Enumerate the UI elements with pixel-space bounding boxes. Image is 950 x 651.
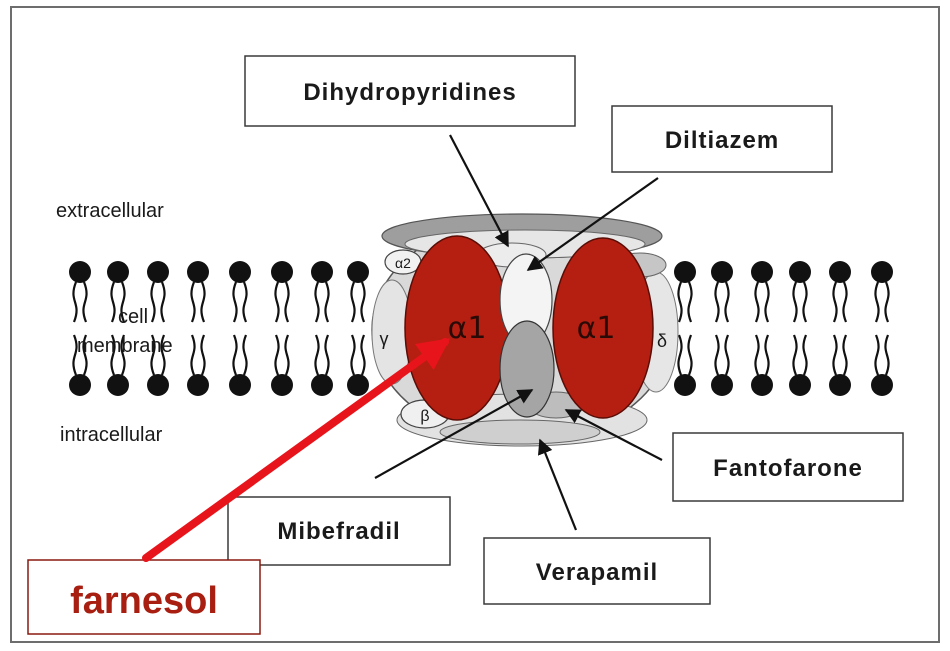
verapamil-label: Verapamil — [536, 559, 658, 586]
lipid-tail-left-b5 — [275, 335, 288, 375]
lipid-head-left-b3 — [187, 374, 209, 396]
lipid-tail-right-t5 — [875, 282, 888, 322]
lipid-tail-right-t0 — [678, 282, 691, 322]
fantofarone-label: Fantofarone — [713, 455, 863, 482]
lipid-head-right-t5 — [871, 261, 893, 283]
alpha1-right-label: α1 — [577, 311, 616, 346]
diltiazem-label: Diltiazem — [665, 127, 779, 154]
lipid-tail-left-b3 — [191, 335, 204, 375]
mibefradil-callout: Mibefradil — [228, 497, 450, 565]
lipid-head-left-b5 — [271, 374, 293, 396]
lipid-head-left-b6 — [311, 374, 333, 396]
dihydropyridines-callout: Dihydropyridines — [245, 56, 575, 126]
gamma-label: γ — [380, 329, 389, 349]
lipid-tail-left-b6 — [315, 335, 328, 375]
beta-label: β — [420, 408, 429, 425]
farnesol-label: farnesol — [70, 580, 218, 622]
intracellular-label: intracellular — [60, 424, 163, 446]
lipid-tail-right-b1 — [715, 335, 728, 375]
lipid-head-right-b2 — [751, 374, 773, 396]
membrane-lipids-left — [69, 261, 369, 396]
lipid-head-left-b0 — [69, 374, 91, 396]
lipid-head-right-b3 — [789, 374, 811, 396]
alpha1-left-label: α1 — [448, 311, 487, 346]
lipid-head-left-t4 — [229, 261, 251, 283]
lipid-head-left-t1 — [107, 261, 129, 283]
membrane-label: membrane — [77, 335, 173, 357]
lipid-tail-left-t3 — [191, 282, 204, 322]
diltiazem-callout: Diltiazem — [612, 106, 832, 172]
lipid-tail-right-b2 — [755, 335, 768, 375]
lipid-head-left-t5 — [271, 261, 293, 283]
delta-label: δ — [657, 331, 667, 351]
alpha2-label: α2 — [395, 255, 411, 271]
lipid-tail-right-b3 — [793, 335, 806, 375]
lipid-head-left-t0 — [69, 261, 91, 283]
lipid-head-right-t3 — [789, 261, 811, 283]
lipid-tail-left-t7 — [351, 282, 364, 322]
lipid-tail-left-t2 — [151, 282, 164, 322]
lipid-head-left-t3 — [187, 261, 209, 283]
lipid-head-right-t1 — [711, 261, 733, 283]
lipid-head-right-b5 — [871, 374, 893, 396]
farnesol-callout: farnesol — [28, 560, 260, 634]
lipid-tail-right-t2 — [755, 282, 768, 322]
fantofarone-callout: Fantofarone — [673, 433, 903, 501]
lipid-head-right-t0 — [674, 261, 696, 283]
lipid-head-left-t6 — [311, 261, 333, 283]
lipid-tail-right-t1 — [715, 282, 728, 322]
lipid-tail-right-b4 — [833, 335, 846, 375]
lipid-tail-left-t0 — [73, 282, 86, 322]
lipid-tail-left-b7 — [351, 335, 364, 375]
lipid-tail-right-b5 — [875, 335, 888, 375]
lipid-head-left-b4 — [229, 374, 251, 396]
lipid-tail-left-t6 — [315, 282, 328, 322]
lipid-head-right-b1 — [711, 374, 733, 396]
lipid-head-right-t4 — [829, 261, 851, 283]
channel-bottom-inner — [440, 420, 600, 444]
lipid-head-right-t2 — [751, 261, 773, 283]
lipid-head-left-t7 — [347, 261, 369, 283]
membrane-lipids-right — [674, 261, 893, 396]
verapamil-callout: Verapamil — [484, 538, 710, 604]
lipid-tail-right-t4 — [833, 282, 846, 322]
dihydropyridines-label: Dihydropyridines — [303, 79, 516, 106]
lipid-tail-right-b0 — [678, 335, 691, 375]
lipid-head-right-b4 — [829, 374, 851, 396]
lipid-head-right-b0 — [674, 374, 696, 396]
mibefradil-label: Mibefradil — [277, 518, 400, 545]
cell-label: cell — [118, 306, 148, 328]
verapamil-arrow — [540, 440, 576, 530]
lipid-tail-right-t3 — [793, 282, 806, 322]
lipid-tail-left-b4 — [233, 335, 246, 375]
lipid-head-left-t2 — [147, 261, 169, 283]
lipid-tail-left-t5 — [275, 282, 288, 322]
extracellular-label: extracellular — [56, 200, 164, 222]
lipid-head-left-b2 — [147, 374, 169, 396]
lipid-tail-left-t4 — [233, 282, 246, 322]
lipid-head-left-b7 — [347, 374, 369, 396]
calcium-channel-complex: α2 γ δ β α1 α1 — [372, 214, 678, 446]
lipid-head-left-b1 — [107, 374, 129, 396]
